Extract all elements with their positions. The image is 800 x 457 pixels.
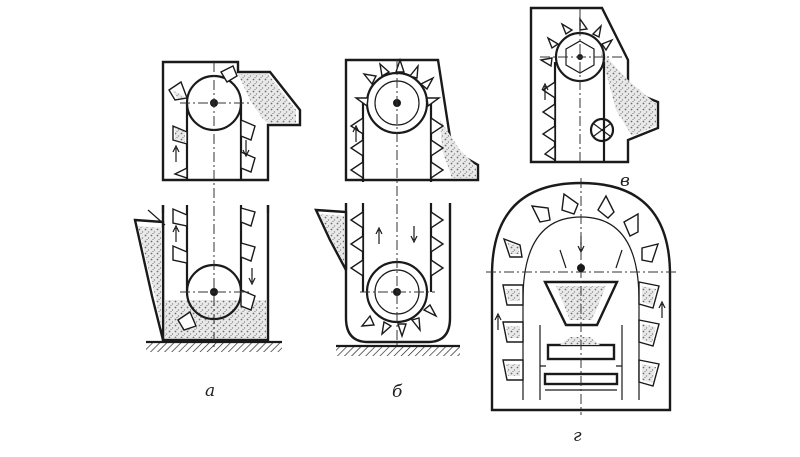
panel-g: г	[486, 178, 676, 446]
panel-b: б	[314, 57, 480, 402]
panel-a: а	[133, 60, 302, 401]
panel-label-v: в	[620, 171, 630, 191]
head-teeth-b	[353, 57, 442, 108]
panel-label-g: г	[573, 426, 582, 446]
panel-v: в	[529, 6, 660, 191]
lower-teeth-b	[349, 210, 445, 339]
panel-label-b: б	[392, 382, 403, 402]
side-teeth-v	[541, 80, 556, 162]
panel-label-a: а	[205, 381, 215, 401]
chain-buckets-g	[502, 192, 660, 387]
right-teeth-b	[430, 116, 445, 180]
left-teeth-b	[349, 116, 364, 180]
head-teeth-v	[539, 16, 614, 68]
